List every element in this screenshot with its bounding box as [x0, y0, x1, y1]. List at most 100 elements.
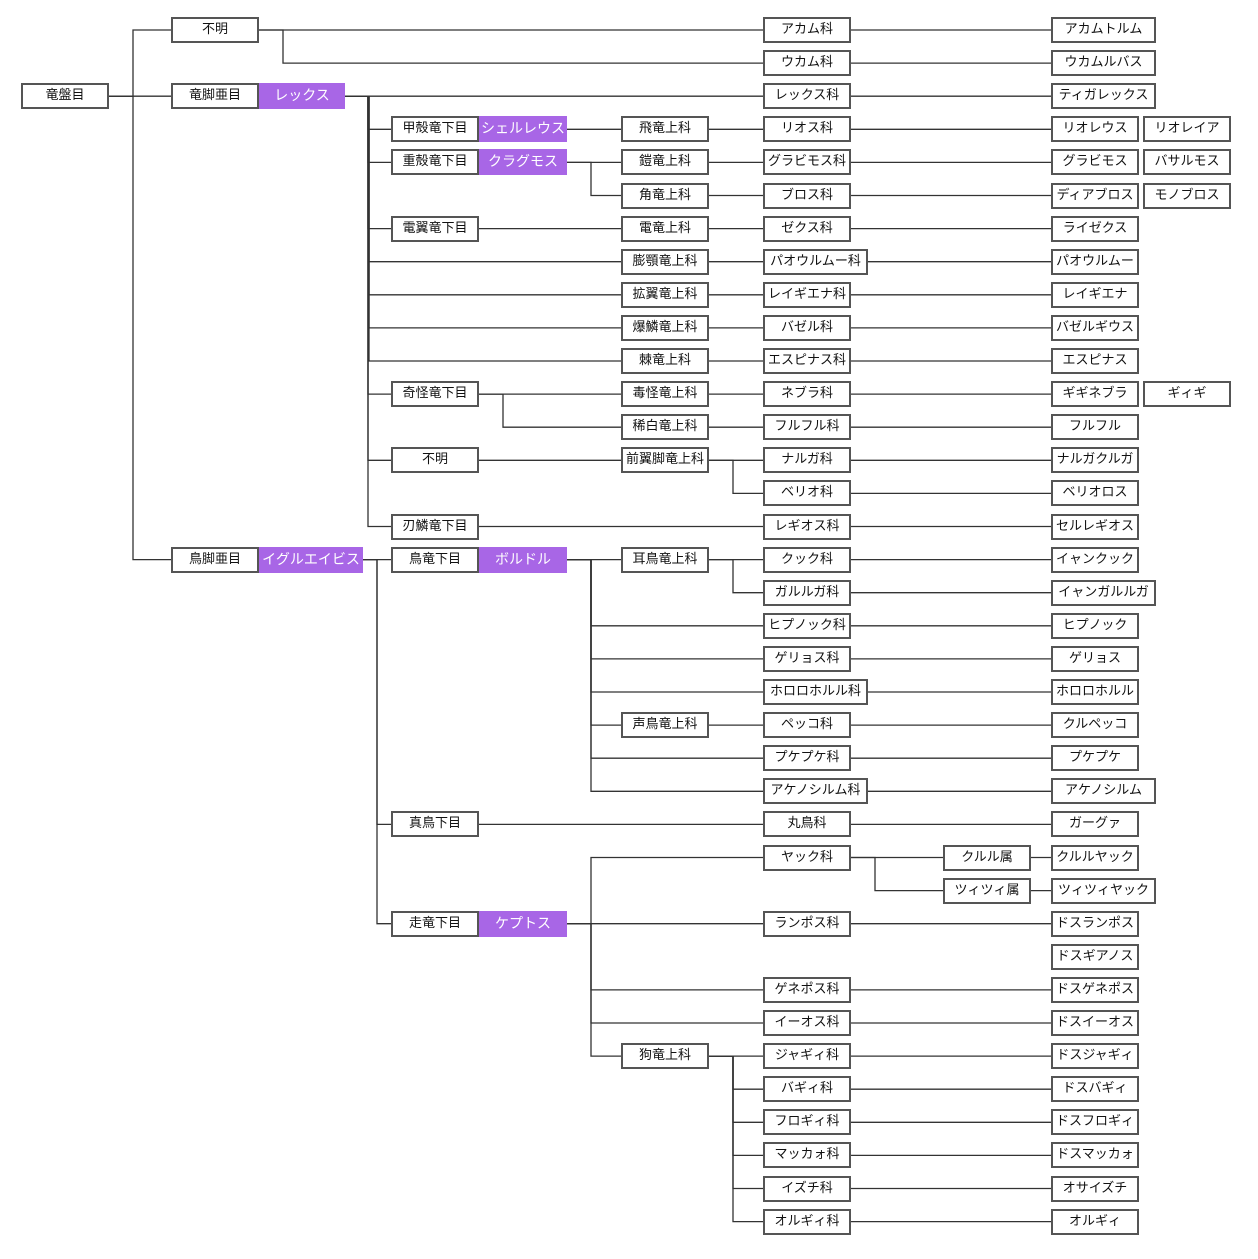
taxon-node-khezu: フルフル	[1051, 414, 1139, 441]
taxon-node-akeno-f: アケノシルム科	[763, 778, 868, 805]
connector-root-to-unk1	[109, 29, 171, 97]
taxon-node-seichou: 声鳥竜上科	[621, 712, 709, 739]
taxon-node-kururu-g: クルル属	[943, 844, 1031, 871]
taxon-node-khezu-f: フルフル科	[763, 414, 851, 441]
taxon-node-hypnoc: ヒプノック	[1051, 612, 1139, 639]
connector-souryu-to-ioprey-f	[567, 923, 763, 1024]
taxon-node-pukei: プケプケ	[1051, 745, 1139, 772]
taxon-node-theropod: 竜脚亜目	[171, 83, 259, 110]
taxon-node-ioprey-f: イーオス科	[763, 1010, 851, 1036]
taxon-node-horo: ホロロホルル	[1051, 679, 1139, 705]
taxon-tag-koukaku: シェルレウス	[479, 116, 567, 143]
taxon-node-dosfurogi: ドスフロギィ	[1051, 1109, 1139, 1136]
taxon-node-unk1: 不明	[171, 17, 259, 43]
taxon-node-root: 竜盤目	[21, 83, 109, 110]
taxon-node-birdfoot: 鳥脚亜目	[171, 546, 259, 573]
taxon-node-makkao-f: マッカォ科	[763, 1142, 851, 1169]
taxon-node-berio-f: ベリオ科	[763, 480, 851, 507]
taxon-node-kururu: クルルヤック	[1051, 844, 1139, 871]
taxon-node-tzitzi-g: ツィツィ属	[943, 877, 1031, 904]
taxon-node-regios-f: レギオス科	[763, 513, 851, 540]
taxon-node-pekko: クルペッコ	[1051, 712, 1139, 739]
taxon-node-kuryu: 狗竜上科	[621, 1043, 709, 1070]
connector-yak-f-to-tzitzi-g	[851, 856, 943, 892]
connector-theropod-to-jinrin	[345, 95, 391, 528]
taxon-node-jichou: 耳鳥竜上科	[621, 546, 709, 573]
taxon-node-jaggi-f: ジャギィ科	[763, 1043, 851, 1070]
taxon-node-denryu: 電竜上科	[621, 215, 709, 242]
taxon-node-barioth: ベリオロス	[1051, 480, 1139, 507]
connector-souryu-to-kuryu	[567, 923, 621, 1057]
taxon-node-bros-f: ブロス科	[763, 182, 851, 209]
taxon-node-basarumos: バサルモス	[1143, 149, 1231, 176]
taxon-node-akamu: アカムトルム	[1051, 17, 1156, 43]
taxon-node-reigiena-f: レイギエナ科	[763, 281, 851, 308]
taxon-node-gargwa: ガーグァ	[1051, 811, 1139, 838]
taxon-node-orugi-f: オルギィ科	[763, 1208, 851, 1235]
taxon-node-izuchi-f: イズチ科	[763, 1175, 851, 1202]
taxon-node-paoulumu: パオウルムー	[1051, 248, 1139, 275]
taxon-node-monoblos: モノブロス	[1143, 182, 1231, 209]
taxon-node-kakuyoku: 拡翼竜上科	[621, 281, 709, 308]
taxon-node-garuga-f: ガルルガ科	[763, 579, 851, 606]
taxon-tag-juukaku: クラグモス	[479, 149, 567, 176]
taxon-node-denyoku: 電翼竜下目	[391, 215, 479, 242]
taxon-node-ukamu: ウカムルバス	[1051, 50, 1156, 77]
taxon-node-espinas: エスピナス	[1051, 348, 1139, 374]
connector-choryu-to-akeno-f	[567, 558, 763, 792]
taxon-node-rioreus: リオレウス	[1051, 116, 1139, 143]
taxon-node-dosjaggi: ドスジャギィ	[1051, 1043, 1139, 1070]
taxon-node-zex-f: ゼクス科	[763, 215, 851, 242]
taxon-tag-souryu: ケプトス	[479, 910, 567, 937]
connector-kuryu-to-baggi-f	[709, 1055, 763, 1090]
taxon-node-koukaku: 甲殻竜下目	[391, 116, 479, 143]
taxon-node-horo-f: ホロロホルル科	[763, 679, 868, 705]
taxon-node-pekko-f: ペッコ科	[763, 712, 851, 739]
taxon-node-ukamu-f: ウカム科	[763, 50, 851, 77]
taxon-node-dokukai: 毒怪竜上科	[621, 381, 709, 408]
taxon-node-choryu: 鳥竜下目	[391, 546, 479, 573]
connector-souryu-to-yak-f	[567, 856, 763, 925]
taxon-node-orugi: オルギィ	[1051, 1208, 1139, 1235]
taxon-tag-birdfoot: イグルエイビス	[259, 546, 363, 573]
taxon-node-dosgenprey: ドスゲネポス	[1051, 976, 1139, 1003]
taxon-node-nargacuga: ナルガクルガ	[1051, 447, 1139, 474]
connector-unk1-to-ukamu-f	[259, 29, 763, 64]
taxon-node-pukei-f: プケプケ科	[763, 745, 851, 772]
taxon-node-dosrampos: ドスランポス	[1051, 910, 1139, 937]
taxon-node-unk2: 不明	[391, 447, 479, 474]
taxon-node-espinas-f: エスピナス科	[763, 348, 851, 374]
taxon-node-hypnoc-f: ヒプノック科	[763, 612, 851, 639]
taxon-node-dosioprey: ドスイーオス	[1051, 1010, 1139, 1036]
taxon-node-reigiena: レイギエナ	[1051, 281, 1139, 308]
taxon-node-paoulumu-f: パオウルムー科	[763, 248, 868, 275]
connector-root-to-birdfoot	[109, 95, 171, 561]
taxon-node-genprey-f: ゲネポス科	[763, 976, 851, 1003]
connector-juukaku-to-kakuryu	[567, 161, 621, 197]
taxon-node-raizex: ライゼクス	[1051, 215, 1139, 242]
taxon-node-juukaku: 重殻竜下目	[391, 149, 479, 176]
taxon-node-bazelgeuse: バゼルギウス	[1051, 314, 1139, 341]
connector-jichou-to-garuga-f	[709, 558, 763, 594]
taxon-node-akeno: アケノシルム	[1051, 778, 1156, 805]
taxon-node-rex-f: レックス科	[763, 83, 851, 110]
taxon-node-kut-f: クック科	[763, 546, 851, 573]
taxon-node-bazel-f: バゼル科	[763, 314, 851, 341]
taxon-node-naruga-f: ナルガ科	[763, 447, 851, 474]
taxon-node-kutku: イャンクック	[1051, 546, 1139, 573]
taxon-node-rioreia: リオレイア	[1143, 116, 1231, 143]
taxon-node-tzitzi: ツィツィヤック	[1051, 877, 1156, 904]
connector-kuryu-to-makkao-f	[709, 1055, 763, 1157]
connector-choryu-to-seichou	[567, 558, 621, 726]
taxon-node-gravimos: グラビモス	[1051, 149, 1139, 176]
taxon-node-kikai: 奇怪竜下目	[391, 381, 479, 408]
taxon-node-baggi-f: バギィ科	[763, 1076, 851, 1103]
taxon-node-kakuryu: 角竜上科	[621, 182, 709, 209]
taxon-node-nebura-f: ネブラ科	[763, 381, 851, 408]
taxon-node-maru-f: 丸鳥科	[763, 811, 851, 838]
taxon-node-gypceros: ゲリョス	[1051, 645, 1139, 672]
taxon-node-gravimos-f: グラビモス科	[763, 149, 851, 176]
taxon-node-seregios: セルレギオス	[1051, 513, 1139, 540]
